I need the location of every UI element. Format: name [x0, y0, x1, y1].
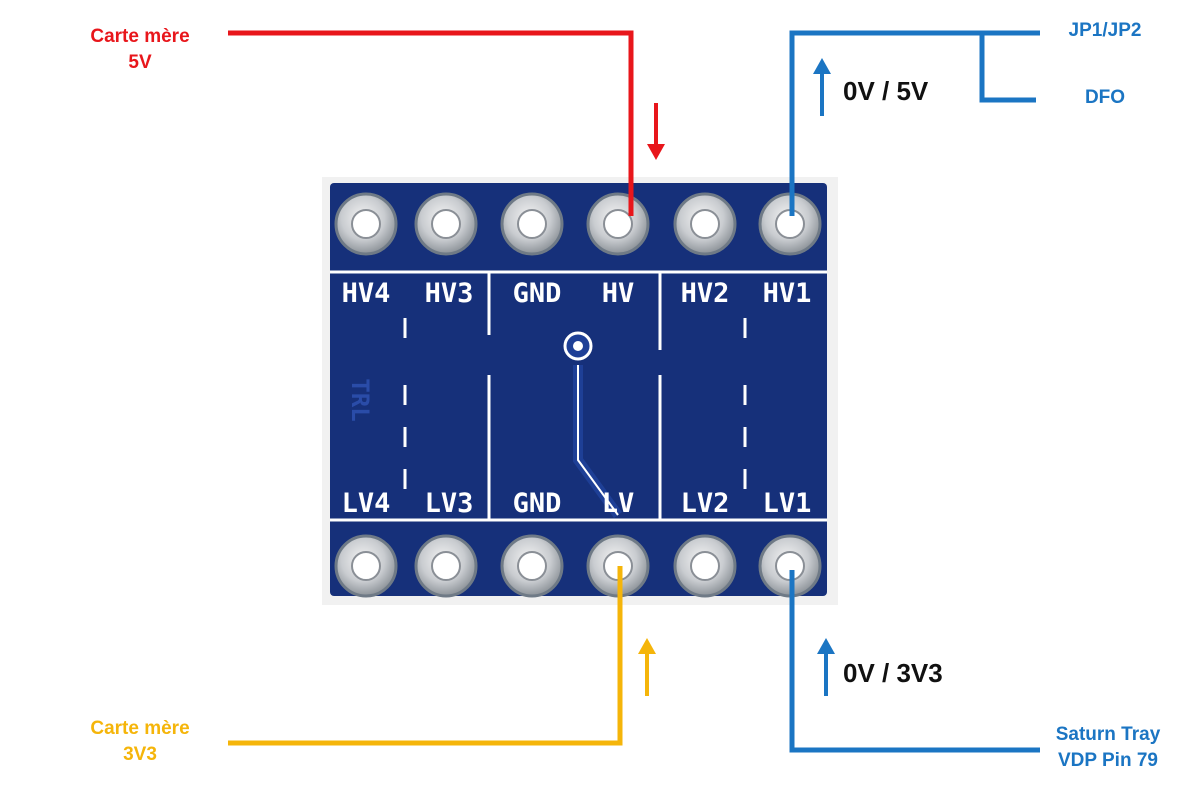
silkscreen-lines [330, 270, 827, 522]
label-dfo: DFO [1084, 87, 1126, 108]
label-carte-mere-3v3-line2: 3V3 [123, 744, 157, 765]
pin-label-lv4: LV4 [342, 488, 391, 519]
label-carte-mere-3v3-line1: Carte mère [90, 718, 190, 739]
label-saturn-tray-line1: Saturn Tray [1055, 724, 1161, 745]
pin-label-gnd-top: GND [513, 278, 562, 309]
label-jp1-jp2: JP1/JP2 [1068, 20, 1142, 41]
arrow-up-icon [813, 58, 831, 74]
wire-3v3-yellow [228, 566, 656, 746]
label-carte-mere-3v3: Carte mère 3V3 [60, 716, 220, 768]
pin-label-lv2: LV2 [681, 488, 730, 519]
top-pads [334, 192, 822, 256]
bottom-pin-labels: LV4 LV3 GND LV LV2 LV1 [342, 488, 812, 519]
pin-label-gnd-bottom: GND [513, 488, 562, 519]
label-carte-mere-5v-line2: 5V [128, 52, 152, 73]
arrow-up-icon [638, 638, 656, 654]
pin-label-lv3: LV3 [425, 488, 474, 519]
pin-label-lv1: LV1 [763, 488, 812, 519]
wire-5v-red [228, 30, 665, 216]
label-carte-mere-5v-line1: Carte mère [90, 26, 190, 47]
top-pin-labels: HV4 HV3 GND HV HV2 HV1 [342, 278, 812, 309]
pin-label-hv3: HV3 [425, 278, 474, 309]
label-carte-mere-5v: Carte mère 5V [60, 24, 220, 76]
pin-label-hv4: HV4 [342, 278, 391, 309]
pcb-board: HV4 HV3 GND HV HV2 HV1 LV4 LV3 GND LV LV… [322, 177, 838, 605]
wire-hv1-blue [789, 30, 1040, 216]
label-saturn-tray: Saturn Tray VDP Pin 79 [1040, 722, 1176, 774]
board-side-marking: TRL [346, 378, 374, 421]
label-voltage-low: 0V / 3V3 [843, 658, 943, 688]
wire-lv1-blue [789, 570, 1040, 753]
label-saturn-tray-line2: VDP Pin 79 [1058, 750, 1158, 771]
arrow-up-icon [817, 638, 835, 654]
pin-label-hv1: HV1 [763, 278, 812, 309]
arrow-down-icon [647, 144, 665, 160]
pin-label-hv2: HV2 [681, 278, 730, 309]
label-voltage-high: 0V / 5V [843, 76, 929, 106]
pin-label-lv: LV [602, 488, 635, 519]
pin-label-hv: HV [602, 278, 635, 309]
